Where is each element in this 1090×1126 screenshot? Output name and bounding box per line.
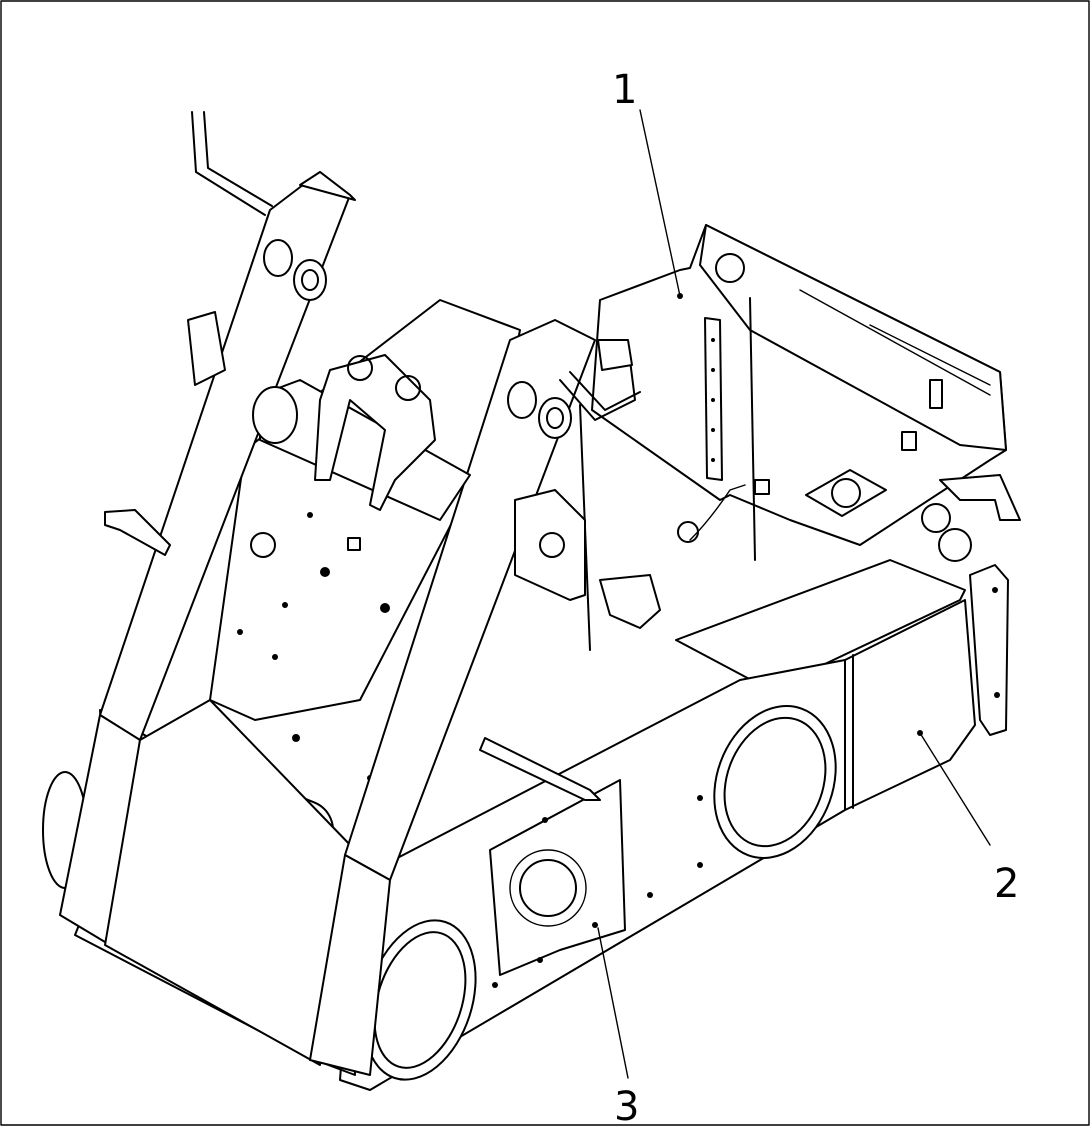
leader-line-1 <box>639 109 681 297</box>
leader-line-2 <box>919 732 991 846</box>
callout-label-1: 1 <box>612 67 637 113</box>
side-box-assembly <box>675 559 1009 811</box>
callout-label-3: 3 <box>614 1084 639 1126</box>
axle-housings <box>42 705 837 1081</box>
piping-and-brackets <box>104 111 770 801</box>
rear-frame-assembly <box>579 224 1021 651</box>
loader-tower <box>59 171 596 1076</box>
leader-point-1 <box>677 293 683 299</box>
leader-lines <box>597 109 991 1079</box>
leader-line-3 <box>597 927 629 1079</box>
callout-label-2: 2 <box>994 861 1019 907</box>
